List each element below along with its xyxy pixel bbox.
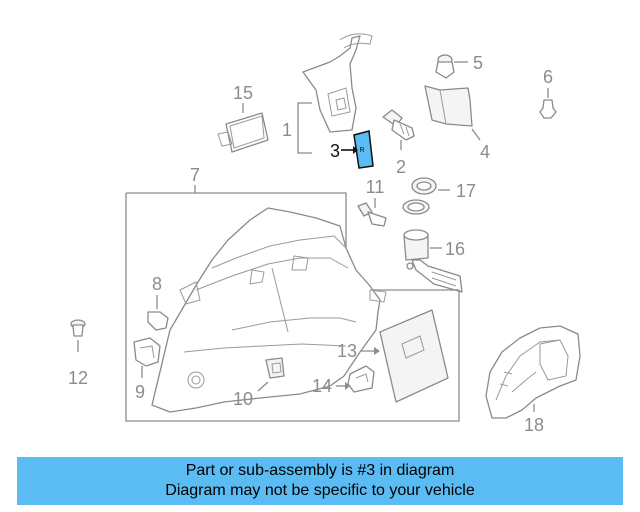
part-14-bracket[interactable]: [347, 365, 375, 393]
part-4-panel[interactable]: [424, 85, 473, 127]
part-17-ring[interactable]: [402, 177, 437, 215]
part-3-highlighted[interactable]: R: [353, 130, 374, 169]
callout-17[interactable]: 17: [456, 181, 476, 201]
callout-11[interactable]: 11: [366, 177, 385, 197]
part-10-clip[interactable]: [265, 357, 285, 379]
banner-line-disclaimer: Diagram may not be specific to your vehi…: [165, 482, 475, 499]
part-7-quarter-trim-panel[interactable]: [125, 192, 460, 422]
banner-line-part: Part or sub-assembly is #3 in diagram: [185, 462, 455, 479]
callout-8[interactable]: 8: [152, 274, 162, 294]
part-1-bracket: [297, 102, 312, 154]
svg-text:R: R: [359, 147, 364, 154]
callout-9[interactable]: 9: [135, 382, 145, 402]
part-16-socket[interactable]: [403, 229, 463, 293]
part-5-clip[interactable]: [435, 54, 455, 79]
part-11-bolt[interactable]: [357, 202, 387, 227]
callout-6[interactable]: 6: [543, 67, 553, 87]
callout-7[interactable]: 7: [190, 165, 200, 185]
part-6-clip[interactable]: [539, 99, 557, 119]
part-13-cover[interactable]: [379, 309, 449, 403]
callout-10[interactable]: 10: [233, 389, 253, 409]
part-8-pin[interactable]: [147, 311, 169, 331]
callout-13[interactable]: 13: [337, 341, 357, 361]
callout-1[interactable]: 1: [282, 120, 292, 140]
info-banner: Part or sub-assembly is #3 in diagram Di…: [17, 457, 623, 505]
callout-4[interactable]: 4: [480, 142, 490, 162]
part-9-cover[interactable]: [133, 337, 161, 367]
part-15-bracket[interactable]: [217, 112, 269, 153]
part-18-liner[interactable]: [485, 325, 581, 419]
callout-18[interactable]: 18: [524, 415, 544, 435]
callout-2[interactable]: 2: [396, 157, 406, 177]
callout-3[interactable]: 3: [330, 141, 340, 161]
callout-14[interactable]: 14: [312, 376, 332, 396]
part-2-screw[interactable]: [382, 109, 415, 141]
part-1-pillar-trim[interactable]: [302, 33, 373, 133]
callout-12[interactable]: 12: [68, 368, 88, 388]
callout-15[interactable]: 15: [233, 83, 253, 103]
callout-16[interactable]: 16: [445, 239, 465, 259]
part-12-grommet[interactable]: [70, 319, 86, 337]
callout-5[interactable]: 5: [473, 53, 483, 73]
